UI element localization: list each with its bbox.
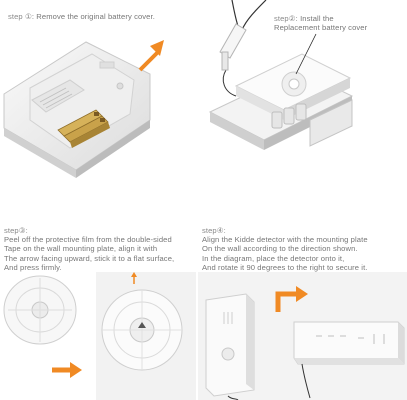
step4-line-3: In the diagram, place the detector onto … <box>202 253 345 263</box>
step2-photo <box>206 0 407 190</box>
step3-label: step③: <box>4 226 28 235</box>
step1-label: step ① <box>8 12 32 21</box>
arrow-up-icon <box>131 272 137 284</box>
step4-caption: step④: Align the Kidde detector with the… <box>202 226 407 272</box>
step4-line-2: On the wall according to the direction s… <box>202 244 358 254</box>
detector-cover-install-image <box>208 0 354 150</box>
step3-line-2: Tape on the wall mounting plate, align i… <box>4 244 158 254</box>
step4-photo <box>198 272 407 400</box>
mounting-plate-image <box>3 272 196 400</box>
step1-caption: step ①: Remove the original battery cove… <box>8 12 198 21</box>
step3-line-1: Peel off the protective film from the do… <box>4 235 172 245</box>
step3-caption: step③: Peel off the protective film from… <box>4 226 196 272</box>
step4-label: step④: <box>202 226 226 235</box>
step2-panel: step②: Install the Replacement battery c… <box>206 0 407 190</box>
detector-open-back-image <box>3 40 164 178</box>
step2-label: step② <box>274 14 296 23</box>
step3-line-3: The arrow facing upward, stick it to a f… <box>4 253 175 263</box>
mounting-plate-left <box>3 275 77 345</box>
step3-panel: step③: Peel off the protective film from… <box>0 222 196 400</box>
detector-mount-image <box>198 272 407 400</box>
step3-photo <box>0 272 196 400</box>
step1-photo <box>0 24 200 190</box>
step1-panel: step ①: Remove the original battery cove… <box>0 0 200 190</box>
step4-panel: step④: Align the Kidde detector with the… <box>198 222 407 400</box>
step4-line-1: Align the Kidde detector with the mounti… <box>202 235 368 245</box>
mounting-plate-on-wall <box>101 289 183 371</box>
step3-line-4: And press firmly. <box>4 262 62 272</box>
arrow-rotate-right-icon <box>275 286 308 312</box>
step2-line2: Replacement battery cover <box>274 23 368 33</box>
step4-line-4: And rotate it 90 degrees to the right to… <box>202 262 368 272</box>
detector-horizontal <box>293 321 405 399</box>
arrow-up-right-icon <box>138 40 164 72</box>
step2-caption: step②: Install the Replacement battery c… <box>274 14 404 32</box>
detector-vertical <box>205 293 255 400</box>
battery-icon <box>57 109 110 148</box>
step1-text: : Remove the original battery cover. <box>31 12 155 21</box>
arrow-right-icon <box>52 362 82 378</box>
step2-line1: : Install the <box>295 14 334 23</box>
